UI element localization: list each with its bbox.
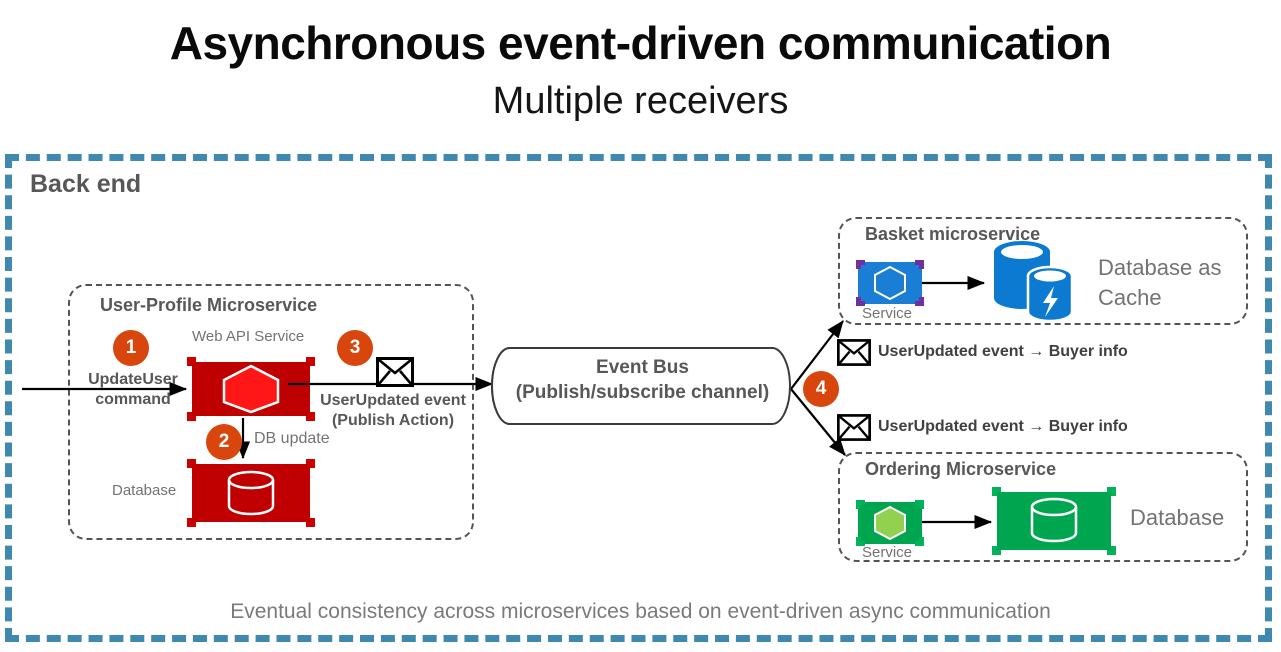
- corner-bracket-tr: [915, 500, 924, 509]
- event-bus-shape: [491, 347, 791, 425]
- envelope-icon: [837, 339, 871, 366]
- envelope-icon: [376, 357, 414, 387]
- user-profile-microservice-group: [68, 284, 474, 540]
- database-cylinder-icon: [227, 470, 275, 516]
- corner-bracket-bl: [992, 546, 1001, 555]
- basket-service-tile[interactable]: [856, 260, 924, 306]
- corner-bracket-bl: [856, 537, 865, 546]
- basket-service-body: [858, 262, 922, 304]
- corner-bracket-tr: [1107, 487, 1116, 496]
- db-update-label: DB update: [254, 430, 330, 447]
- step-badge-2: 2: [206, 424, 242, 460]
- backend-boundary: [5, 154, 1272, 642]
- publish-line2: (Publish Action): [331, 412, 455, 429]
- backend-label: Back end: [30, 170, 142, 198]
- corner-bracket-tl: [856, 260, 865, 269]
- footnote-text: Eventual consistency across microservice…: [230, 600, 1051, 623]
- event-bus-subtitle: (Publish/subscribe channel): [515, 382, 770, 403]
- web-api-hexagon-icon: [222, 364, 280, 414]
- step-badge-4: 4: [803, 371, 839, 407]
- corner-bracket-tl: [856, 500, 865, 509]
- ordering-event-label: UserUpdated event → Buyer info: [878, 418, 1128, 435]
- ordering-group-title: Ordering Microservice: [865, 459, 1057, 479]
- basket-microservice-group: [838, 217, 1248, 325]
- ordering-service-tile[interactable]: [856, 500, 924, 546]
- update-user-command-label: UpdateUser command: [78, 370, 188, 410]
- arrow-bus-to-ordering: [790, 388, 846, 456]
- web-api-service-tile[interactable]: [187, 357, 315, 421]
- basket-db-line2: Cache: [1098, 285, 1162, 310]
- userupdated-publish-label: UserUpdated event (Publish Action): [318, 391, 468, 431]
- event-bus-label: Event Bus (Publish/subscribe channel): [500, 355, 785, 405]
- corner-bracket-bl: [187, 412, 196, 421]
- basket-event-label: UserUpdated event → Buyer info: [878, 343, 1128, 360]
- basket-database-label: Database as Cache: [1098, 253, 1222, 313]
- web-api-service-caption: Web API Service: [192, 328, 305, 345]
- corner-bracket-tl: [992, 487, 1001, 496]
- corner-bracket-br: [915, 537, 924, 546]
- ordering-database-label: Database: [1130, 505, 1225, 530]
- page-subtitle: Multiple receivers: [492, 80, 789, 122]
- user-profile-group-title: User-Profile Microservice: [100, 295, 318, 315]
- corner-bracket-tl: [187, 459, 196, 468]
- corner-bracket-br: [915, 297, 924, 306]
- ordering-hexagon-icon: [874, 505, 906, 541]
- basket-db-line1: Database as: [1098, 255, 1222, 280]
- arrow-bus-to-basket: [790, 320, 844, 390]
- corner-bracket-bl: [856, 297, 865, 306]
- database-as-cache-icon: [994, 241, 1074, 323]
- corner-bracket-bl: [187, 518, 196, 527]
- ordering-microservice-group: [838, 452, 1248, 562]
- update-user-line2: command: [95, 391, 171, 408]
- corner-bracket-tl: [187, 357, 196, 366]
- update-user-line1: UpdateUser: [88, 371, 178, 388]
- corner-bracket-tr: [306, 459, 315, 468]
- basket-service-caption: Service: [862, 305, 913, 322]
- corner-bracket-br: [306, 412, 315, 421]
- database-cylinder-icon: [1030, 497, 1078, 543]
- basket-hexagon-icon: [874, 265, 906, 301]
- corner-bracket-br: [306, 518, 315, 527]
- corner-bracket-br: [1107, 546, 1116, 555]
- event-bus-title: Event Bus: [596, 357, 689, 378]
- step-badge-1: 1: [113, 330, 149, 366]
- envelope-icon: [837, 414, 871, 441]
- publish-line1: UserUpdated event: [320, 392, 466, 409]
- user-profile-database-caption: Database: [112, 482, 177, 499]
- step-badge-3: 3: [337, 330, 373, 366]
- basket-group-title: Basket microservice: [865, 224, 1041, 244]
- ordering-database-tile[interactable]: [992, 487, 1116, 555]
- page-title: Asynchronous event-driven communication: [169, 17, 1112, 69]
- corner-bracket-tr: [306, 357, 315, 366]
- ordering-service-caption: Service: [862, 544, 913, 561]
- corner-bracket-tr: [915, 260, 924, 269]
- user-profile-database-tile[interactable]: [187, 459, 315, 527]
